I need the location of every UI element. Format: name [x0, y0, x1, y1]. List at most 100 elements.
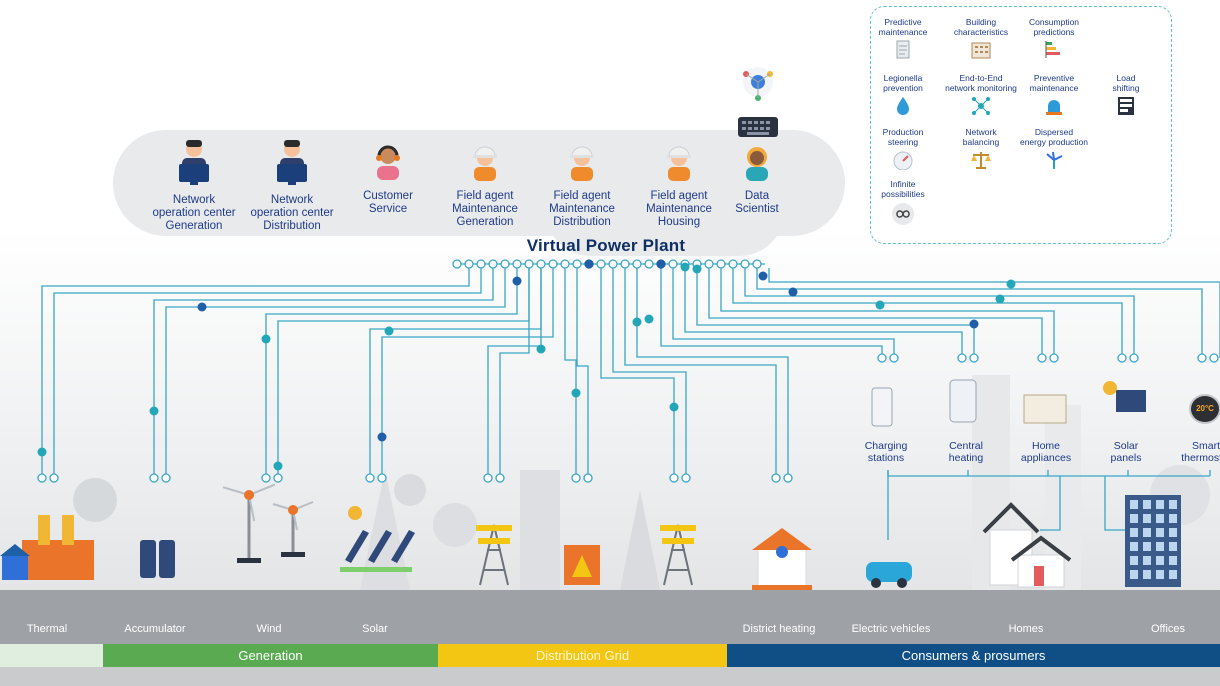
hub-port-node — [560, 259, 570, 269]
endpoint-node — [273, 473, 283, 483]
endpoint-node — [49, 473, 59, 483]
scales-icon — [938, 150, 1024, 172]
ground-label-thermal: Thermal — [26, 623, 68, 635]
hub-port-node — [704, 259, 714, 269]
connection-line — [564, 268, 577, 478]
boiler-icon — [949, 379, 977, 423]
route-node — [692, 264, 702, 274]
background-tree — [73, 478, 117, 522]
role-field-agent-generation: Field agent Maintenance Generation — [430, 144, 540, 229]
office-window — [1169, 528, 1177, 537]
endpoint-node — [1129, 353, 1139, 363]
category-bar-distribution-grid: Distribution Grid — [438, 644, 727, 667]
hardhat-worker-icon — [527, 144, 637, 186]
office-window — [1156, 542, 1164, 551]
car-body — [866, 562, 912, 582]
office-window — [1130, 556, 1138, 565]
office-window — [1130, 570, 1138, 579]
turbine-base — [237, 558, 261, 563]
home-feed — [1040, 476, 1061, 531]
route-node — [512, 276, 522, 286]
role-label: Network operation center Distribution — [250, 194, 334, 232]
gauge-icon — [860, 150, 946, 172]
endpoint-node — [669, 473, 679, 483]
category-bar-consumers-prosumers: Consumers & prosumers — [727, 644, 1220, 667]
solar-module — [368, 530, 392, 563]
plant-stack — [38, 515, 50, 545]
infinity-icon — [860, 202, 946, 228]
service-label: Preventive maintenance — [1029, 73, 1079, 93]
service-dispersed-energy-production: Dispersed energy production — [1011, 127, 1097, 172]
role-label: Field agent Maintenance Distribution — [549, 190, 615, 228]
service-label: Legionella prevention — [883, 73, 923, 93]
hub-port-node — [464, 259, 474, 269]
hub-port-node — [584, 259, 594, 269]
role-label: Network operation center Generation — [152, 194, 236, 232]
office-feed — [1104, 476, 1125, 531]
operator-at-computer-icon — [139, 138, 249, 190]
service-label: Production steering — [882, 127, 924, 147]
building-grid-icon — [938, 40, 1024, 62]
ground-label-offices: Offices — [1150, 623, 1186, 635]
endpoint-node — [377, 473, 387, 483]
role-customer-service: Customer Service — [333, 144, 443, 216]
endpoint-node — [37, 473, 47, 483]
service-label: Predictive maintenance — [878, 17, 928, 37]
endpoint-node — [957, 353, 967, 363]
hub-port-node — [488, 259, 498, 269]
role-label: Data Scientist — [735, 190, 779, 215]
service-label: Infinite possibilities — [881, 179, 925, 199]
sun-icon — [1103, 381, 1117, 395]
role-noc-generation: Network operation center Generation — [139, 138, 249, 233]
endpoint-node — [1209, 353, 1219, 363]
route-node — [261, 334, 271, 344]
headset-agent-icon — [333, 144, 443, 186]
route-node — [377, 432, 387, 442]
background-tower — [520, 470, 560, 590]
connection-lines — [41, 263, 1220, 540]
office-window — [1169, 570, 1177, 579]
role-data-scientist: Data Scientist — [702, 144, 812, 216]
solar-panel-icon — [1116, 390, 1146, 412]
solar-module — [391, 530, 415, 563]
office-window — [1130, 528, 1138, 537]
electric-car-icon — [866, 562, 912, 588]
office-window — [1156, 528, 1164, 537]
background-tree — [433, 503, 477, 547]
home-door — [1034, 566, 1044, 586]
route-node — [37, 447, 47, 457]
route-node — [197, 302, 207, 312]
turbine-icon — [1011, 150, 1097, 172]
water-drop-icon — [860, 96, 946, 118]
hardhat-worker-icon — [624, 144, 734, 186]
endpoint-node — [483, 473, 493, 483]
connection-line — [744, 268, 1135, 358]
house-roof — [752, 528, 812, 550]
service-building-characteristics: Building characteristics — [938, 17, 1024, 62]
ground-label-homes: Homes — [1008, 623, 1044, 635]
service-consumption-predictions: Consumption predictions — [1011, 17, 1097, 62]
pylon-arm — [662, 538, 694, 544]
solar-grass — [340, 567, 412, 572]
office-window — [1143, 570, 1151, 579]
node-label-charging-stations: Charging stations — [864, 440, 908, 464]
route-node — [680, 262, 690, 272]
service-end-to-end-monitoring: End-to-End network monitoring — [938, 73, 1024, 118]
endpoint-node — [149, 473, 159, 483]
plant-roof — [0, 544, 30, 556]
connection-line — [487, 268, 542, 478]
role-field-agent-housing: Field agent Maintenance Housing — [624, 144, 734, 229]
connection-line — [41, 268, 470, 478]
service-network-balancing: Network balancing — [938, 127, 1024, 172]
role-noc-distribution: Network operation center Distribution — [237, 138, 347, 233]
pylon-arm — [660, 525, 696, 531]
pylon-frame — [663, 524, 693, 586]
service-label: Network balancing — [962, 127, 1000, 147]
hub-port-node — [596, 259, 606, 269]
home-roof — [1010, 535, 1072, 562]
node-label-solar-panels: Solar panels — [1110, 440, 1142, 464]
office-window — [1156, 570, 1164, 579]
battery-icon — [140, 540, 175, 578]
